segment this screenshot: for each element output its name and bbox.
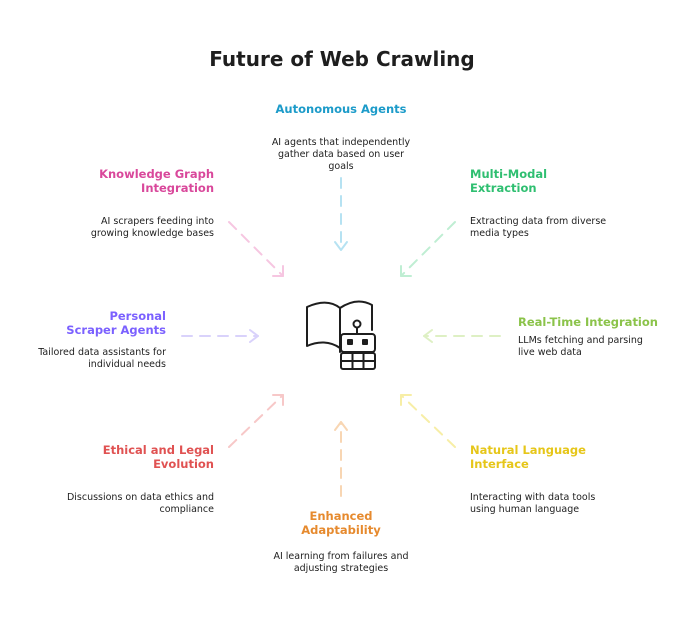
node-real-time-integration: Real-Time Integration LLMs fetching and …: [518, 315, 668, 359]
node-label: Real-Time Integration: [518, 315, 658, 329]
node-description: AI agents that independently gather data…: [271, 137, 411, 172]
node-label: Knowledge Graph Integration: [99, 167, 214, 195]
node-multi-modal-extraction: Multi-Modal Extraction Extracting data f…: [470, 167, 620, 240]
node-label: Enhanced Adaptability: [301, 509, 381, 537]
node-description: AI scrapers feeding into growing knowled…: [90, 216, 214, 239]
arrow-multimodal: [400, 221, 456, 277]
node-personal-scraper-agents: Personal Scraper Agents Tailored data as…: [16, 309, 166, 371]
node-knowledge-graph-integration: Knowledge Graph Integration AI scrapers …: [54, 167, 214, 240]
node-description: Interacting with data tools using human …: [470, 492, 596, 515]
diagram-title: Future of Web Crawling: [209, 47, 475, 71]
node-description: LLMs fetching and parsing live web data: [518, 335, 643, 358]
node-natural-language-interface: Natural Language Interface Interacting w…: [470, 443, 630, 516]
node-enhanced-adaptability: Enhanced Adaptability AI learning from f…: [246, 509, 436, 575]
node-label: Ethical and Legal Evolution: [102, 443, 214, 471]
node-description: AI learning from failures and adjusting …: [273, 551, 409, 574]
node-description: Extracting data from diverse media types: [470, 216, 607, 239]
arrow-knowledge: [228, 221, 284, 277]
node-description: Tailored data assistants for individual …: [38, 347, 166, 370]
node-label: Natural Language Interface: [470, 443, 586, 471]
node-label: Personal Scraper Agents: [66, 309, 166, 337]
book-robot-icon: [306, 300, 376, 370]
node-label: Multi-Modal Extraction: [470, 167, 548, 195]
arrow-natural: [400, 394, 456, 448]
node-ethical-legal-evolution: Ethical and Legal Evolution Discussions …: [54, 443, 214, 516]
node-description: Discussions on data ethics and complianc…: [66, 492, 214, 515]
arrow-ethical: [228, 394, 284, 448]
node-label: Autonomous Agents: [275, 102, 407, 116]
node-autonomous-agents: Autonomous Agents AI agents that indepen…: [246, 102, 436, 173]
